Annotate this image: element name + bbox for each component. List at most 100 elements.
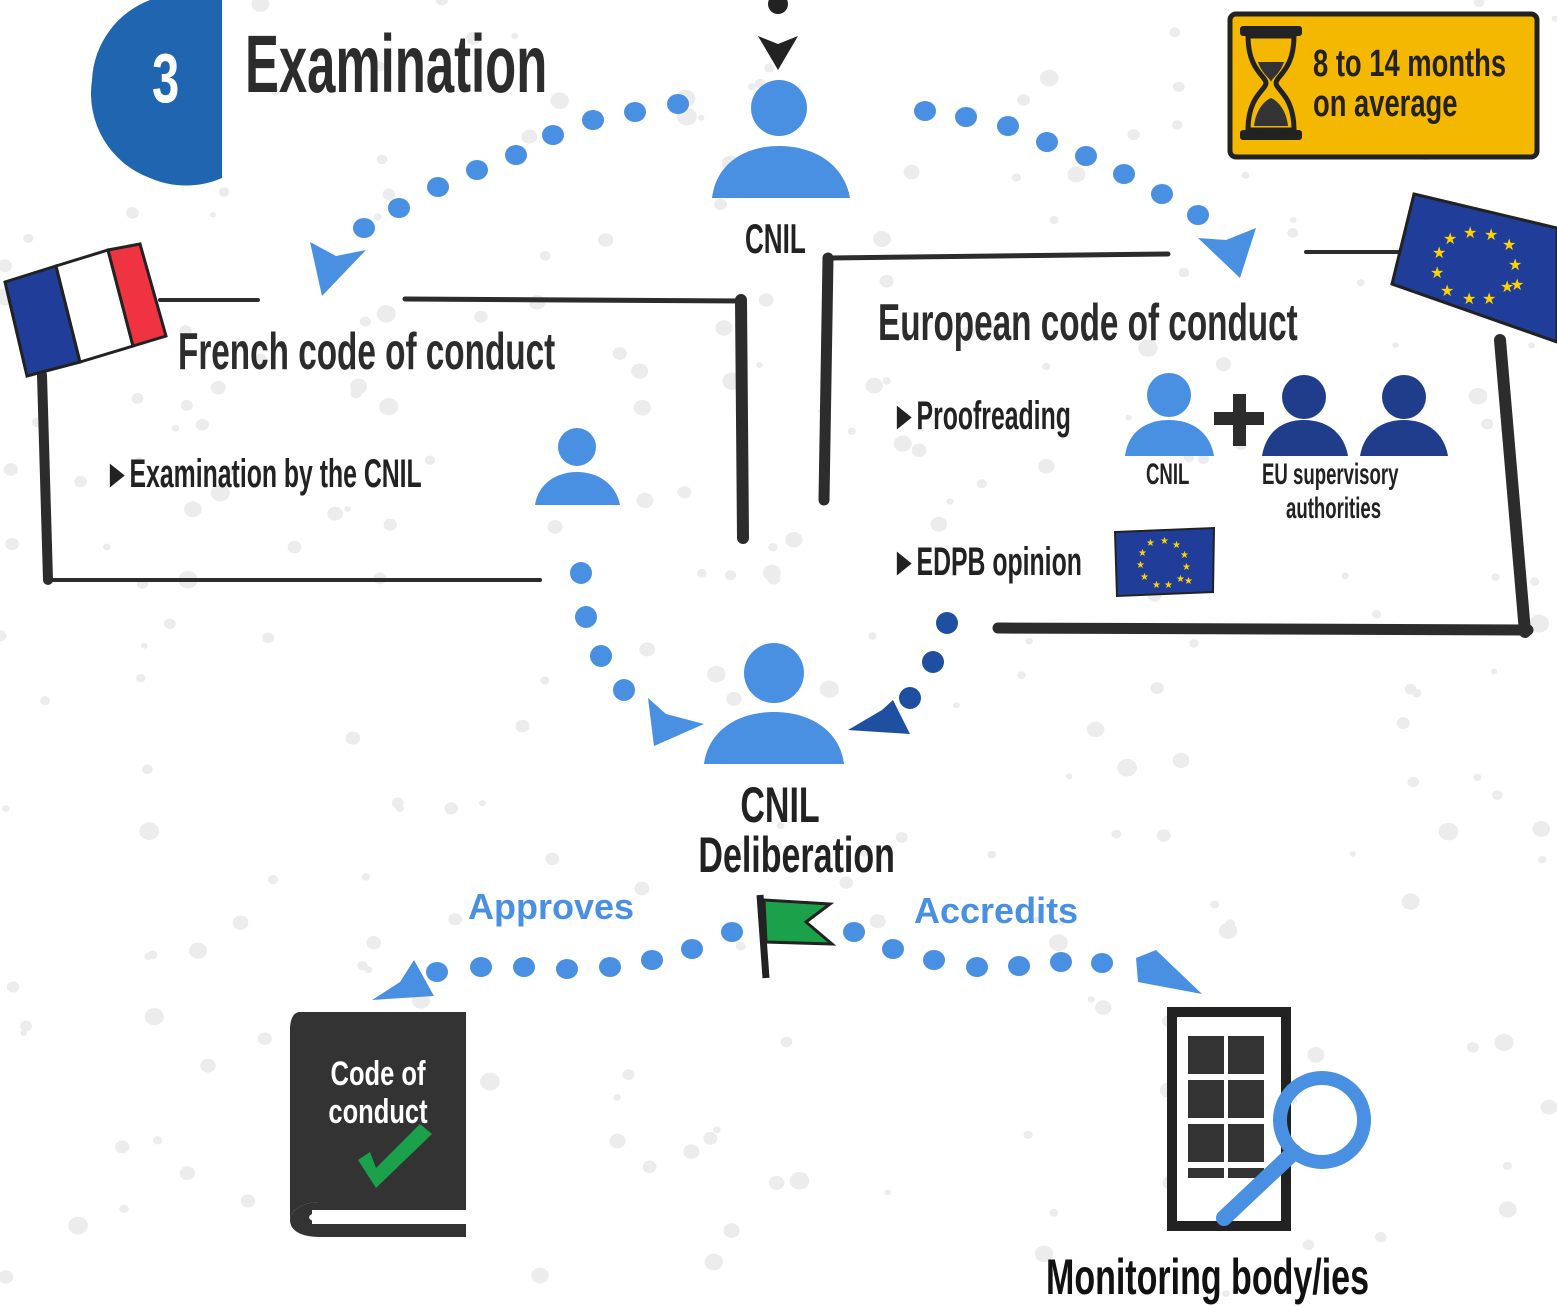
timer-line1: 8 to 14 months xyxy=(1313,43,1507,85)
background-speckle xyxy=(1111,829,1122,839)
arrow-approves xyxy=(372,922,743,1000)
background-speckle xyxy=(1189,639,1199,648)
monitoring-label: Monitoring body/ies xyxy=(1046,1249,1369,1305)
deliberation-label: CNIL Deliberation xyxy=(698,780,895,883)
background-speckle xyxy=(882,377,891,385)
background-speckle xyxy=(376,305,396,323)
background-speckle xyxy=(350,388,362,399)
background-speckle xyxy=(466,32,481,45)
background-speckle xyxy=(40,696,51,706)
background-speckle xyxy=(153,1136,163,1145)
svg-text:★: ★ xyxy=(1508,255,1522,274)
book-icon xyxy=(290,1012,466,1237)
svg-text:★: ★ xyxy=(1462,289,1476,308)
background-speckle xyxy=(171,424,180,432)
background-speckle xyxy=(135,457,143,464)
background-speckle xyxy=(768,543,778,552)
background-speckle xyxy=(125,207,139,219)
background-speckle xyxy=(707,665,726,683)
arrow-french-to-deliberation xyxy=(570,562,704,746)
checkmark-icon xyxy=(358,1124,432,1188)
background-speckle xyxy=(639,642,656,657)
background-speckle xyxy=(1065,773,1073,780)
background-speckle xyxy=(1049,216,1059,224)
background-speckle xyxy=(1197,454,1209,464)
svg-text:★: ★ xyxy=(1500,277,1514,296)
background-speckle xyxy=(521,129,538,144)
background-speckle xyxy=(1491,573,1500,581)
arrow-european-to-deliberation xyxy=(848,612,958,734)
background-speckle xyxy=(714,198,727,210)
background-speckle xyxy=(209,212,216,218)
background-speckle xyxy=(254,353,268,366)
background-speckle xyxy=(1222,1290,1230,1297)
background-speckle xyxy=(0,1270,14,1284)
book-title: Code of conduct xyxy=(318,1055,438,1131)
background-speckle xyxy=(622,1069,635,1080)
french-box-title: French code of conduct xyxy=(178,323,556,381)
deliberation-flag-icon xyxy=(756,894,837,979)
background-speckle xyxy=(1528,342,1535,349)
background-speckle xyxy=(1011,173,1022,182)
background-speckle xyxy=(767,572,781,585)
background-speckle xyxy=(139,822,159,840)
background-speckle xyxy=(1492,790,1503,800)
france-flag-icon xyxy=(3,242,168,378)
background-speckle xyxy=(723,1223,740,1238)
building-magnifier-icon xyxy=(1167,1007,1371,1231)
french-item-examination: ►Examination by the CNIL xyxy=(105,452,422,496)
eu-authorities-label-line2: authorities xyxy=(1286,492,1382,525)
european-box-frame xyxy=(818,250,1534,638)
eu-authority-person-1-icon xyxy=(1262,375,1348,456)
background-speckle xyxy=(1087,996,1095,1003)
background-speckle xyxy=(1215,357,1232,372)
background-speckle xyxy=(374,61,385,72)
background-speckle xyxy=(756,361,763,368)
background-speckle xyxy=(847,427,856,435)
background-speckle xyxy=(1396,717,1410,730)
background-speckle xyxy=(147,950,158,960)
timer-label: 8 to 14 months on average xyxy=(1313,44,1506,124)
background-speckle xyxy=(893,435,912,452)
background-speckle xyxy=(1494,1033,1514,1051)
svg-text:★: ★ xyxy=(1430,263,1444,282)
background-speckle xyxy=(1156,829,1171,842)
background-speckle xyxy=(780,1036,793,1048)
background-speckle xyxy=(1530,577,1540,586)
background-speckle xyxy=(395,804,404,813)
background-speckle xyxy=(613,1094,621,1101)
background-speckle xyxy=(271,88,280,96)
background-speckle xyxy=(3,463,19,476)
arrow-to-european xyxy=(914,101,1256,278)
background-speckle xyxy=(873,231,891,247)
background-speckle xyxy=(232,915,249,930)
background-speckle xyxy=(1117,758,1137,777)
timer-line2: on average xyxy=(1313,83,1458,125)
background-speckle xyxy=(683,1144,700,1159)
background-speckle xyxy=(789,1172,810,1190)
background-speckle xyxy=(633,399,651,416)
background-speckle xyxy=(345,731,361,745)
background-speckle xyxy=(226,465,237,475)
background-speckle xyxy=(251,0,270,12)
background-speckle xyxy=(884,1189,891,1196)
background-speckle xyxy=(1017,671,1026,680)
background-speckle xyxy=(479,800,486,807)
eu-flag-large-icon: ★★ ★★ ★★ ★★ ★★ ★★ xyxy=(1390,192,1557,344)
background-speckle xyxy=(1438,822,1459,841)
background-speckle xyxy=(911,443,927,457)
background-speckle xyxy=(758,293,774,307)
background-speckle xyxy=(1049,1208,1059,1217)
background-speckle xyxy=(1341,572,1349,579)
french-box-frame xyxy=(37,294,749,585)
background-speckle xyxy=(953,702,960,709)
background-speckle xyxy=(858,846,870,857)
deliberation-line2: Deliberation xyxy=(698,827,895,883)
background-speckle xyxy=(5,537,19,551)
background-speckle xyxy=(23,233,34,243)
svg-text:★: ★ xyxy=(1502,235,1516,254)
background-speckle xyxy=(550,92,569,109)
hourglass-icon xyxy=(1240,26,1302,140)
proof-cnil-person-icon xyxy=(1125,373,1214,456)
